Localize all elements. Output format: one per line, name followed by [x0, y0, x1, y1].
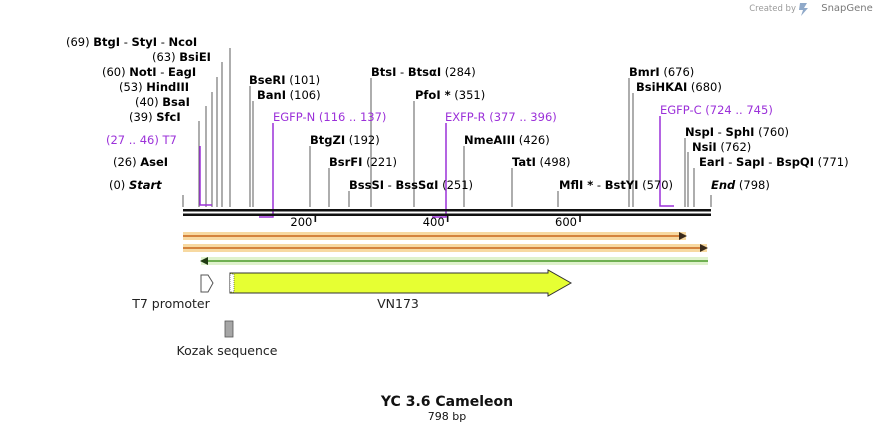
- site-label-bsai: (40) BsaI: [135, 95, 190, 109]
- ruler: 200 400 600: [290, 215, 581, 229]
- site-label-noti: (60) NotI - EagI: [102, 65, 196, 79]
- feature-label-kozak: Kozak sequence: [177, 343, 278, 358]
- site-label-nspi: NspI - SphI (760): [685, 125, 789, 139]
- site-label-egfp-n: EGFP-N (116 .. 137): [273, 110, 386, 124]
- watermark-brand: SnapGene: [821, 3, 873, 14]
- site-label-bsiei: (63) BsiEI: [152, 50, 211, 64]
- primer-markers: [199, 116, 674, 218]
- site-label-bsrfi: BsrFI (221): [329, 155, 397, 169]
- orf-forward-1: [183, 232, 687, 240]
- watermark-created-by: Created by: [749, 4, 796, 14]
- primer-t7-marker: [199, 146, 212, 206]
- ruler-label: 200: [290, 215, 312, 229]
- site-label-t7: (27 .. 46) T7: [106, 133, 177, 147]
- site-label-btsi: BtsI - BtsαI (284): [371, 65, 476, 79]
- site-label-start: (0) Start: [109, 178, 162, 192]
- site-labels: (69) BtgI - StyI - NcoI (63) BsiEI (60) …: [66, 35, 849, 192]
- site-label-nsii: NsiI (762): [692, 140, 751, 154]
- site-label-hindiii: (53) HindIII: [119, 80, 189, 94]
- site-label-nmeaiii: NmeAIII (426): [464, 133, 550, 147]
- site-label-bseri: BseRI (101): [249, 73, 320, 87]
- orf-forward-2: [183, 244, 708, 252]
- site-label-egfp-c: EGFP-C (724 .. 745): [660, 103, 773, 117]
- feature-label-t7-promoter: T7 promoter: [131, 296, 210, 311]
- site-label-bsihkai: BsiHKAI (680): [636, 80, 722, 94]
- map-length: 798 bp: [428, 410, 466, 423]
- site-label-bsssi: BssSI - BssSαI (251): [349, 178, 473, 192]
- cut-site-lines: [182, 48, 712, 207]
- site-label-tati: TatI (498): [512, 155, 571, 169]
- site-label-bani: BanI (106): [257, 88, 321, 102]
- site-label-mlui: MflI * - BstYI (570): [559, 178, 673, 192]
- site-label-bmri: BmrI (676): [629, 65, 694, 79]
- site-label-pfoi: PfoI * (351): [415, 88, 485, 102]
- kozak-feature: [224, 320, 234, 338]
- site-label-end: End (798): [711, 178, 770, 192]
- primer-egfp-c-marker: [659, 116, 674, 207]
- site-label-btgi: (69) BtgI - StyI - NcoI: [66, 35, 197, 49]
- orf-reverse: [200, 257, 708, 265]
- snapgene-logo-icon: [799, 3, 808, 16]
- site-label-asei: (26) AseI: [113, 155, 168, 169]
- vn173-feature: [229, 269, 573, 297]
- site-label-btgzi: BtgZI (192): [310, 133, 380, 147]
- ruler-label: 400: [423, 215, 445, 229]
- site-label-eari: EarI - SapI - BspQI (771): [699, 155, 849, 169]
- ruler-label: 600: [555, 215, 577, 229]
- primer-egfp-n-marker: [259, 123, 274, 218]
- primer-exfp-r-marker: [432, 123, 447, 218]
- t7-promoter-feature: [200, 274, 214, 293]
- dna-backbone: [183, 209, 711, 216]
- map-title: YC 3.6 Cameleon: [380, 394, 513, 410]
- site-label-exfp-r: EXFP-R (377 .. 396): [445, 110, 557, 124]
- feature-label-vn173: VN173: [377, 296, 419, 311]
- site-label-sfci: (39) SfcI: [129, 110, 181, 124]
